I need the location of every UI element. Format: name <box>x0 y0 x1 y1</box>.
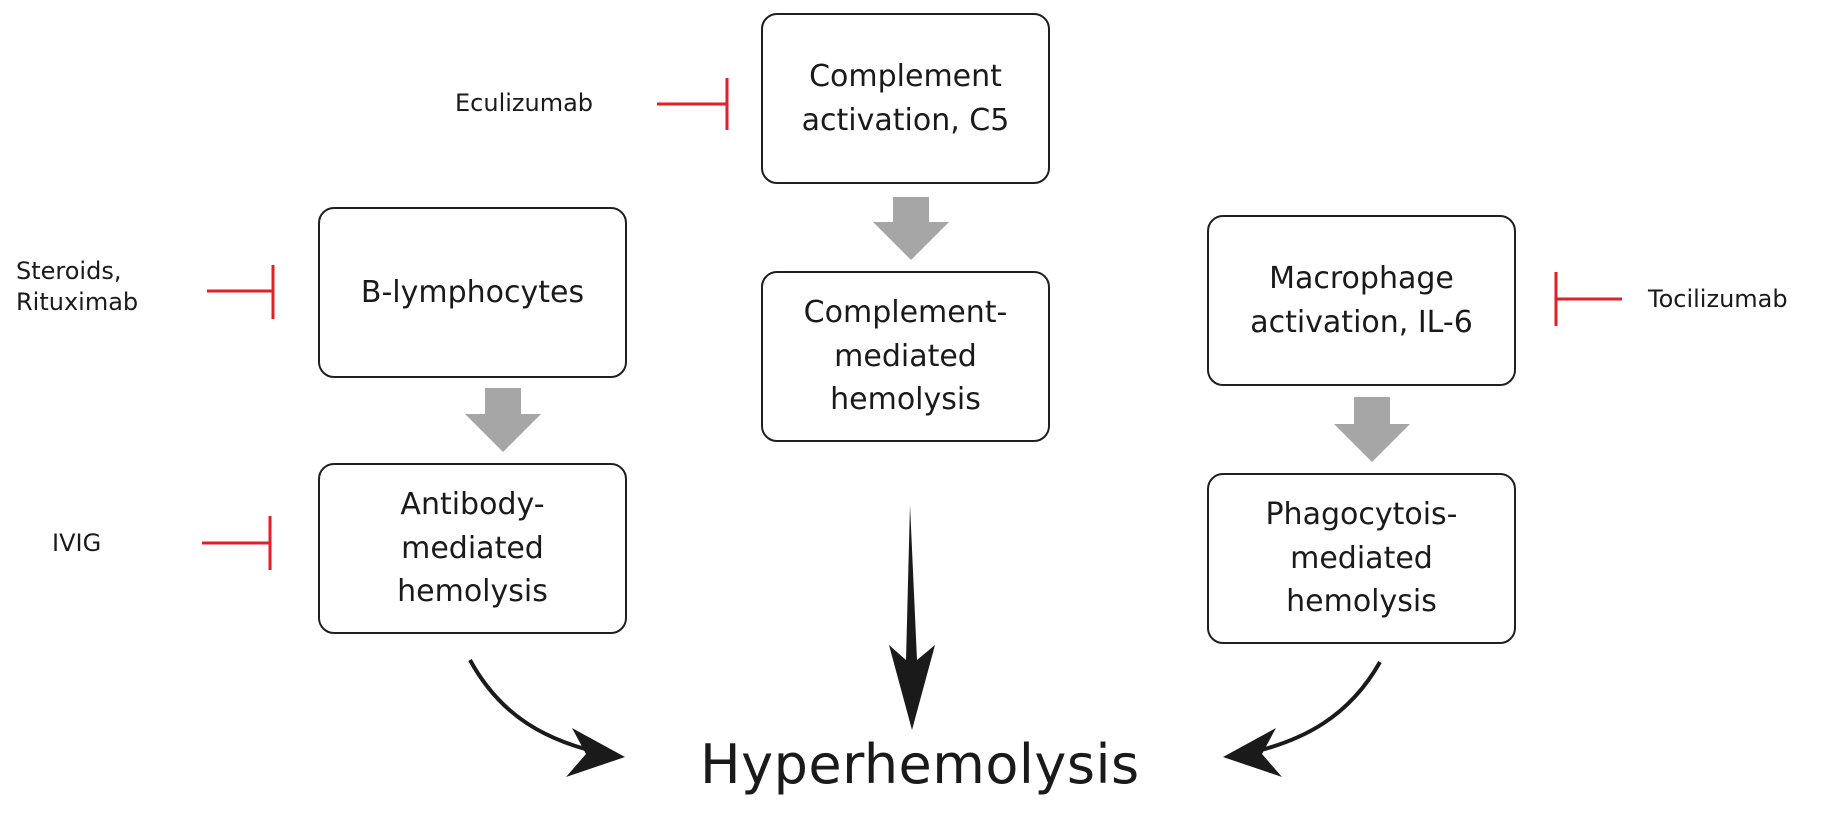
box-complement-activation-label: Complement activation, C5 <box>801 59 1010 138</box>
arrow-b-lymphocytes-to-antibody-hemolysis <box>465 388 541 452</box>
box-phagocytosis-mediated-hemolysis: Phagocytois- mediated hemolysis <box>1207 473 1516 644</box>
drug-label-tocilizumab: Tocilizumab <box>1648 285 1788 313</box>
box-complement-activation: Complement activation, C5 <box>761 13 1050 184</box>
curved-arrow-right-head <box>1223 728 1282 777</box>
box-b-lymphocytes: B-lymphocytes <box>318 207 627 378</box>
drug-label-steroids-rituximab: Steroids, Rituximab <box>16 257 139 317</box>
inhibitor-eculizumab-symbol <box>657 78 729 130</box>
box-b-lymphocytes-label: B-lymphocytes <box>360 274 585 310</box>
inhibitor-tocilizumab-symbol <box>1554 272 1622 326</box>
drug-label-ivig: IVIG <box>52 529 102 557</box>
curved-arrow-left-head <box>566 728 625 777</box>
box-antibody-mediated-hemolysis-label: Antibody- mediated hemolysis <box>397 487 548 610</box>
box-complement-mediated-hemolysis: Complement- mediated hemolysis <box>761 271 1050 442</box>
box-macrophage-activation: Macrophage activation, IL-6 <box>1207 215 1516 386</box>
box-complement-mediated-hemolysis-label: Complement- mediated hemolysis <box>803 295 1008 418</box>
inhibitor-steroids-rituximab-symbol <box>207 265 275 319</box>
arrow-center-to-hyperhemolysis <box>889 505 935 730</box>
arrow-macrophage-to-phagocytosis <box>1334 397 1410 462</box>
box-antibody-mediated-hemolysis: Antibody- mediated hemolysis <box>318 463 627 634</box>
drug-label-eculizumab: Eculizumab <box>455 89 594 117</box>
box-phagocytosis-mediated-hemolysis-label: Phagocytois- mediated hemolysis <box>1265 497 1458 620</box>
arrow-complement-activation-to-hemolysis <box>873 197 949 260</box>
inhibitor-ivig-symbol <box>202 516 272 570</box>
outcome-hyperhemolysis: Hyperhemolysis <box>700 733 1140 796</box>
box-macrophage-activation-label: Macrophage activation, IL-6 <box>1250 261 1473 340</box>
